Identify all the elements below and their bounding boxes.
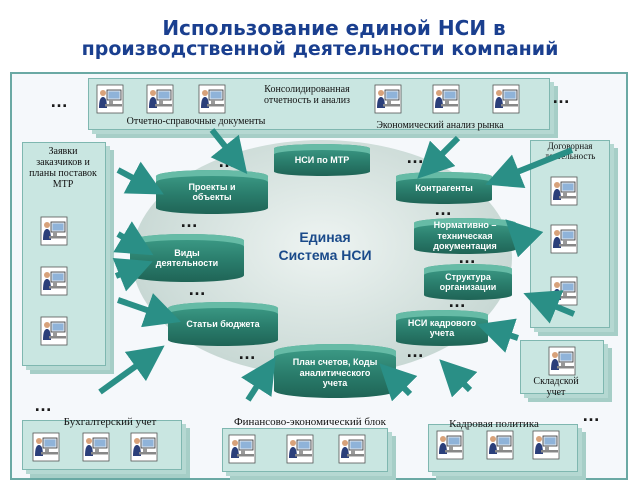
computer-operator-icon <box>532 430 560 460</box>
label-warehouse: Складской учет <box>533 376 579 398</box>
label-accounting: Бухгалтерский учет <box>63 416 157 428</box>
cylinder-structure: Структура организации <box>424 264 512 300</box>
dots-top-left: … <box>50 91 69 111</box>
page-title-line2: производственной деятельности компаний <box>81 38 559 60</box>
left-stack <box>22 142 106 366</box>
computer-operator-icon <box>32 432 60 462</box>
dots-contractors: … <box>434 199 453 219</box>
cylinder-accounts: План счетов, Коды аналитического учета <box>274 344 396 398</box>
dots-bottom-right: … <box>582 405 601 425</box>
cylinder-normative: Нормативно – техническая документация <box>414 218 516 254</box>
dots-bottom-left: … <box>34 395 53 415</box>
computer-operator-icon <box>96 84 124 114</box>
label-contracts: Договорная деятельность <box>544 141 596 161</box>
cylinder-hr-nsi: НСИ кадрового учета <box>396 310 488 346</box>
page-title-line1: Использование единой НСИ в <box>162 16 506 40</box>
dots-normative: … <box>458 247 477 267</box>
label-requests: Заявки заказчиков и планы поставок МТР <box>29 146 97 190</box>
computer-operator-icon <box>228 434 256 464</box>
dots-structure: … <box>448 291 467 311</box>
label-finance: Финансово-экономический блок <box>233 416 387 428</box>
cylinder-budget: Статьи бюджета <box>168 302 278 346</box>
computer-operator-icon <box>40 316 68 346</box>
computer-operator-icon <box>286 434 314 464</box>
computer-operator-icon <box>550 224 578 254</box>
dots-mtr-left: … <box>218 151 237 171</box>
computer-operator-icon <box>492 84 520 114</box>
label-economic-analysis: Экономический анализ рынка <box>376 120 504 131</box>
dots-top-right: … <box>552 87 571 107</box>
computer-operator-icon <box>40 216 68 246</box>
computer-operator-icon <box>130 432 158 462</box>
computer-operator-icon <box>198 84 226 114</box>
computer-operator-icon <box>436 430 464 460</box>
computer-operator-icon <box>550 276 578 306</box>
label-consolidated: Консолидированная отчетность и анализ <box>263 84 350 106</box>
computer-operator-icon <box>40 266 68 296</box>
computer-operator-icon <box>146 84 174 114</box>
computer-operator-icon <box>486 430 514 460</box>
cylinder-projects: Проекты и объекты <box>156 170 268 214</box>
cylinder-nsi-mtr: НСИ по МТР <box>274 144 370 176</box>
center-title: Единая Система НСИ <box>270 228 380 264</box>
center-title-line2: Система НСИ <box>278 247 372 264</box>
cylinder-activities: Виды деятельности <box>130 234 244 282</box>
computer-operator-icon <box>374 84 402 114</box>
dots-budget: … <box>238 343 257 363</box>
label-reference-docs: Отчетно-справочные документы <box>126 116 266 127</box>
dots-hr-nsi: … <box>406 341 425 361</box>
computer-operator-icon <box>548 346 576 376</box>
computer-operator-icon <box>338 434 366 464</box>
dots-activities: … <box>188 279 207 299</box>
label-hr-policy: Кадровая политика <box>449 418 539 430</box>
computer-operator-icon <box>82 432 110 462</box>
dots-projects: … <box>180 211 199 231</box>
computer-operator-icon <box>432 84 460 114</box>
dots-mtr-right: … <box>406 147 425 167</box>
computer-operator-icon <box>550 176 578 206</box>
center-title-line1: Единая <box>299 229 351 245</box>
